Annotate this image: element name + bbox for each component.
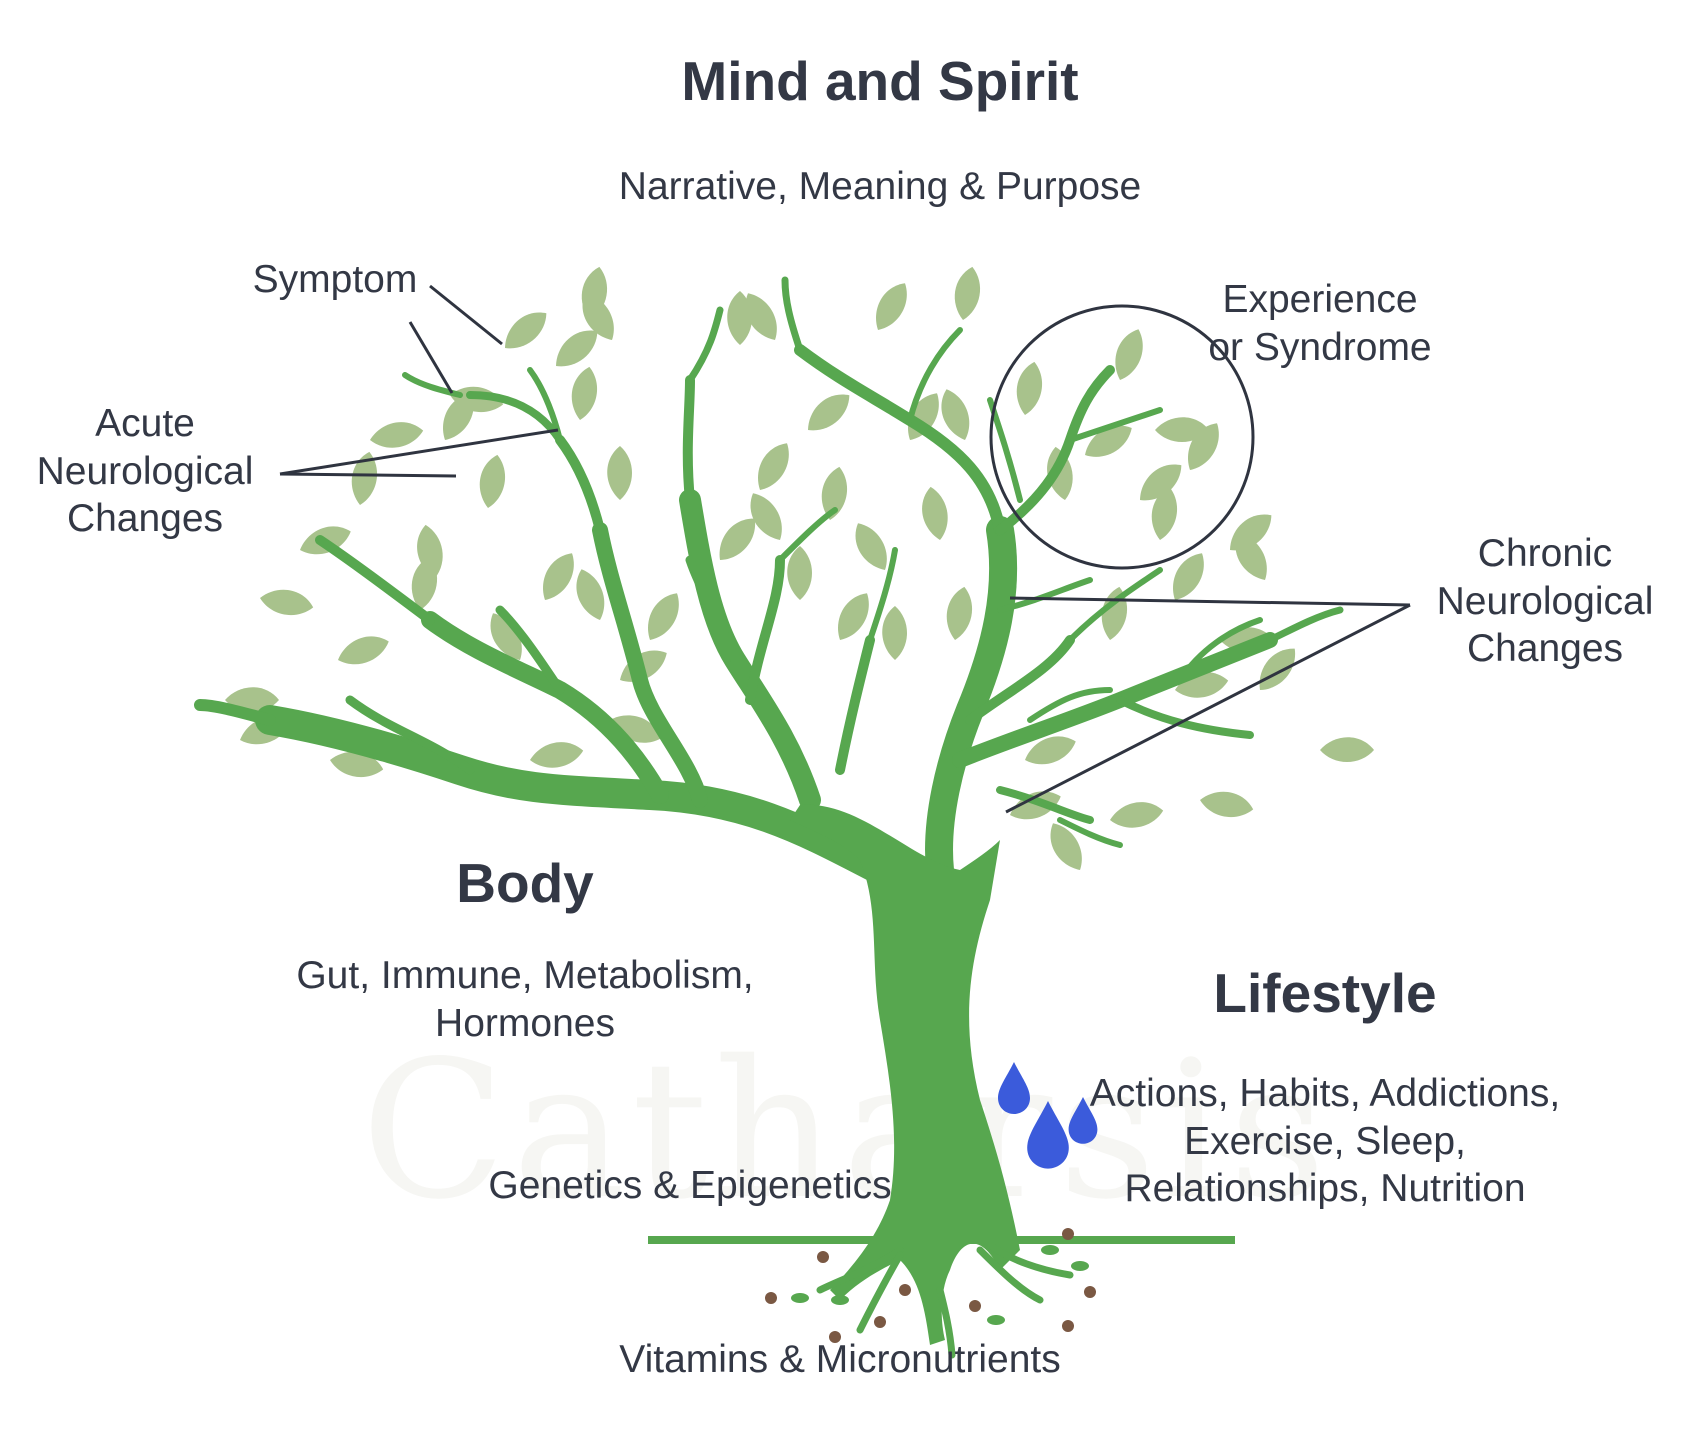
leaf	[745, 293, 777, 340]
experience-circle	[989, 304, 1255, 570]
soil-dot	[899, 1284, 911, 1296]
chronic-label: Chronic Neurological Changes	[1436, 532, 1654, 671]
leaf	[505, 312, 547, 349]
leaf	[922, 486, 948, 540]
leaf	[838, 593, 869, 640]
leaf	[876, 283, 907, 330]
leaf	[370, 422, 424, 448]
soil-dot	[1084, 1286, 1096, 1298]
chronic-pointer-1	[1009, 596, 1411, 607]
leaf	[750, 493, 782, 540]
leaf	[490, 613, 522, 660]
leaf	[855, 523, 887, 570]
acute-label: Acute Neurological Changes	[36, 402, 254, 541]
experience-label: Experience or Syndrome	[1208, 278, 1432, 369]
body-subtitle: Gut, Immune, Metabolism, Hormones	[296, 954, 754, 1045]
root-fragment	[987, 1315, 1005, 1325]
leaf	[941, 389, 970, 440]
soil-dots	[765, 1228, 1096, 1343]
leaf	[946, 586, 972, 640]
leaf	[821, 466, 847, 520]
genetics-label: Genetics & Epigenetics	[488, 1164, 892, 1207]
lifestyle-title: Lifestyle	[1213, 962, 1437, 1024]
soil-dot	[874, 1316, 886, 1328]
leaf	[260, 589, 314, 615]
leaf	[808, 394, 850, 431]
leaf	[1235, 533, 1267, 580]
leaf	[648, 593, 679, 640]
leaf	[1259, 648, 1296, 690]
leaf	[1151, 486, 1177, 540]
mind-title: Mind and Spirit	[681, 50, 1079, 112]
leaf	[954, 266, 980, 320]
leaf	[543, 553, 574, 600]
leaf	[1110, 802, 1164, 828]
soil-dot	[1062, 1228, 1074, 1240]
leaf	[443, 393, 474, 440]
leaf	[1188, 423, 1219, 470]
leaf	[1050, 823, 1082, 870]
leaf	[1140, 464, 1182, 501]
lifestyle-subtitle: Actions, Habits, Addictions, Exercise, S…	[1089, 1072, 1561, 1211]
leaf	[719, 518, 756, 560]
leaf	[1016, 361, 1042, 415]
symptom-label: Symptom	[252, 258, 418, 301]
leaf	[1320, 737, 1374, 762]
leaf	[530, 742, 584, 768]
symptom-pointer-2	[408, 321, 454, 394]
root-fragment	[791, 1293, 809, 1303]
leaf	[417, 524, 443, 578]
acute-pointer-1	[279, 428, 559, 476]
mind-subtitle: Narrative, Meaning & Purpose	[618, 165, 1142, 208]
leaf	[882, 606, 907, 660]
tree-trunk	[790, 804, 1020, 1345]
leaf-cluster	[225, 266, 1374, 870]
leaf	[1025, 736, 1076, 765]
water-drops	[998, 1062, 1098, 1169]
water-drop	[1068, 1097, 1098, 1144]
water-drop	[1027, 1101, 1069, 1169]
root-fragment	[831, 1295, 849, 1305]
leaf	[1173, 553, 1204, 600]
leaf	[758, 443, 789, 490]
leaf	[787, 546, 812, 600]
body-title: Body	[456, 852, 594, 914]
leaf	[582, 293, 614, 340]
leaf	[607, 446, 632, 500]
leaf	[351, 451, 377, 505]
soil-dot	[817, 1251, 829, 1263]
symptom-pointer-1	[429, 284, 503, 346]
chronic-pointer-2	[1005, 603, 1411, 814]
vitamins-label: Vitamins & Micronutrients	[619, 1338, 1061, 1381]
leaf	[1085, 425, 1132, 457]
leaf	[1200, 791, 1254, 817]
callout-lines	[279, 284, 1411, 814]
water-drop	[998, 1062, 1030, 1114]
leaf	[479, 454, 505, 508]
tree-branches	[194, 276, 1344, 895]
root-fragment	[1041, 1245, 1059, 1255]
soil-dot	[765, 1292, 777, 1304]
leaf	[338, 636, 389, 665]
leaf	[1115, 329, 1143, 380]
leaf	[556, 330, 598, 367]
leaf	[571, 366, 597, 420]
soil-dot	[1062, 1320, 1074, 1332]
root-fragment	[1071, 1261, 1089, 1271]
acute-pointer-2	[279, 472, 457, 478]
soil-dot	[969, 1300, 981, 1312]
leaf	[330, 751, 384, 777]
leaf	[576, 569, 605, 620]
tree-roots	[816, 1241, 1074, 1359]
soil-dot	[829, 1331, 841, 1343]
